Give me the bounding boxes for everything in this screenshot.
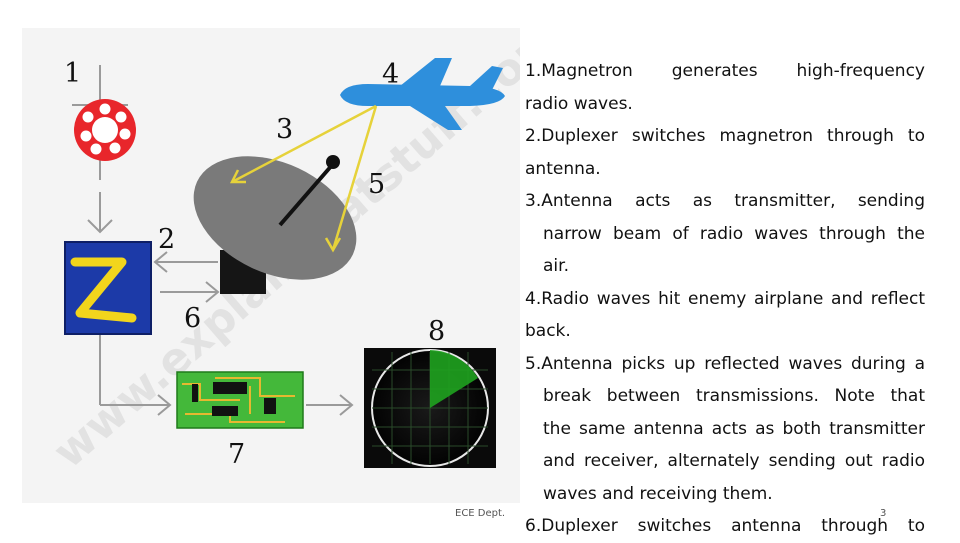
radio-beam-paths bbox=[229, 104, 378, 253]
step-5-line-2: break between transmissions. Note that bbox=[543, 386, 925, 406]
label-7: 7 bbox=[228, 439, 245, 470]
page-number: 3 bbox=[880, 508, 887, 519]
radar-screen-icon bbox=[364, 348, 496, 468]
step-text: Magnetron generates high-frequency bbox=[541, 61, 925, 81]
radar-diagram: www.explainthatstuff.com bbox=[22, 11, 520, 503]
diagram-labels: 1 2 3 4 5 6 7 8 bbox=[64, 58, 445, 470]
step-1-line-2: radio waves. bbox=[525, 93, 633, 114]
step-number: 6. bbox=[525, 516, 542, 536]
step-6: 6.Duplexer switches antenna through to bbox=[525, 510, 925, 543]
label-5: 5 bbox=[368, 169, 385, 200]
step-text: Duplexer switches magnetron through to bbox=[541, 126, 925, 146]
step-1-line-1: 1.Magnetron generates high-frequency bbox=[525, 55, 925, 88]
step-4-line-1: 4.Radio waves hit enemy airplane and ref… bbox=[525, 283, 925, 316]
step-5-line-5: waves and receiving them. bbox=[543, 483, 773, 504]
step-3-line-3: air. bbox=[543, 256, 569, 276]
label-2: 2 bbox=[158, 224, 175, 255]
step-5-line-4: and receiver, alternately sending out ra… bbox=[543, 451, 925, 471]
step-4: 4.Radio waves hit enemy airplane and ref… bbox=[525, 283, 925, 348]
label-6: 6 bbox=[184, 303, 201, 334]
step-2-line-2: antenna. bbox=[525, 158, 601, 179]
footer-dept: ECE Dept. bbox=[455, 508, 506, 519]
step-text: Antenna acts as transmitter, sending bbox=[541, 191, 925, 211]
step-5-line-3: the same antenna acts as both transmitte… bbox=[543, 418, 925, 439]
step-5: 5.Antenna picks up reflected waves durin… bbox=[525, 348, 925, 511]
step-number: 5. bbox=[525, 353, 542, 374]
step-number: 3. bbox=[525, 191, 542, 211]
step-1: 1.Magnetron generates high-frequency rad… bbox=[525, 55, 925, 120]
step-3: 3.Antenna acts as transmitter, sending n… bbox=[525, 185, 925, 283]
step-2: 2.Duplexer switches magnetron through to… bbox=[525, 120, 925, 185]
label-3: 3 bbox=[276, 114, 293, 145]
step-text: Radio waves hit enemy airplane and refle… bbox=[541, 288, 925, 309]
step-number: 2. bbox=[525, 126, 542, 146]
magnetron-icon bbox=[74, 99, 136, 161]
label-4: 4 bbox=[382, 59, 399, 90]
label-1: 1 bbox=[64, 58, 81, 89]
step-number: 4. bbox=[525, 288, 542, 309]
step-4-line-2: back. bbox=[525, 321, 571, 341]
step-text: Duplexer switches antenna through to bbox=[541, 516, 925, 536]
duplexer-icon bbox=[64, 241, 152, 335]
circuit-board-icon bbox=[176, 371, 304, 429]
step-3-line-2: narrow beam of radio waves through the bbox=[543, 223, 925, 244]
step-5-line-1: 5.Antenna picks up reflected waves durin… bbox=[525, 348, 925, 381]
label-8: 8 bbox=[428, 316, 445, 347]
steps-list: 1.Magnetron generates high-frequency rad… bbox=[525, 55, 925, 543]
connector-lines bbox=[72, 65, 354, 416]
step-3-line-1: 3.Antenna acts as transmitter, sending bbox=[525, 185, 925, 218]
step-number: 1. bbox=[525, 61, 542, 81]
step-6-line-1: 6.Duplexer switches antenna through to bbox=[525, 510, 925, 543]
airplane-icon bbox=[340, 58, 505, 130]
antenna-dish-icon bbox=[193, 155, 357, 294]
step-2-line-1: 2.Duplexer switches magnetron through to bbox=[525, 120, 925, 153]
step-text: Antenna picks up reflected waves during … bbox=[541, 353, 925, 374]
